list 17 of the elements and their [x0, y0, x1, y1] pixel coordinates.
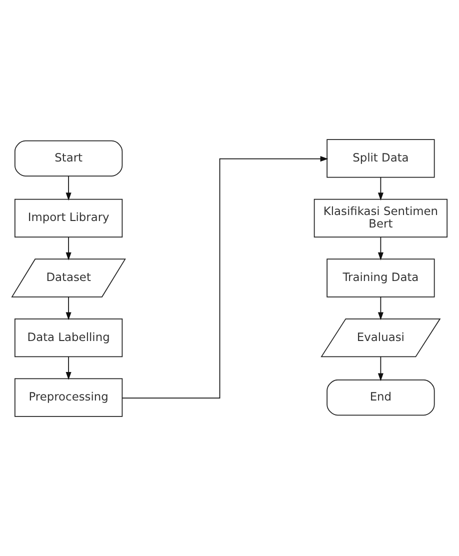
arrow [66, 236, 72, 260]
node-box: Preprocessing [14, 378, 123, 417]
node-box: Split Data [326, 139, 435, 178]
node-box: Start [14, 140, 123, 176]
arrow [378, 236, 384, 260]
arrow [378, 296, 384, 320]
arrow [66, 296, 72, 320]
arrow [378, 356, 384, 382]
node-box: End [326, 380, 435, 416]
arrow [378, 176, 384, 201]
arrow [66, 356, 72, 380]
node-box: Data Labelling [14, 318, 123, 358]
node-box: Training Data [326, 258, 435, 298]
node-box: Import Library [14, 198, 123, 238]
arrow [122, 156, 328, 398]
node-box: Klasifikasi Sentimen Bert [314, 198, 448, 238]
arrow [66, 176, 72, 201]
